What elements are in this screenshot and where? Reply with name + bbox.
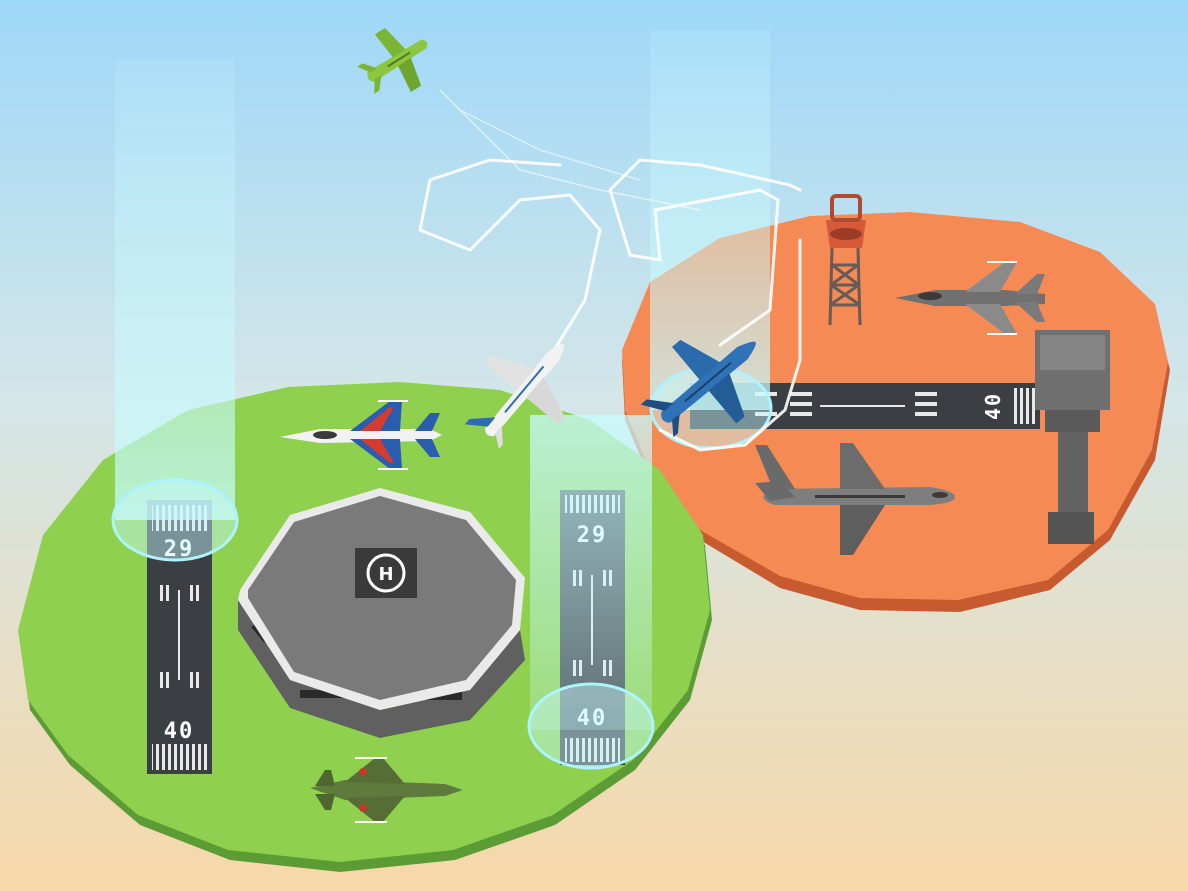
radar-tower-icon	[826, 194, 866, 326]
control-tower-icon	[1035, 330, 1110, 544]
grey-airliner-icon[interactable]	[755, 443, 955, 555]
blue-airliner-icon[interactable]	[625, 304, 787, 463]
helipad-icon[interactable]: H	[238, 488, 525, 738]
helipad-label: H	[378, 564, 393, 585]
green-cargo-plane-icon[interactable]	[348, 13, 445, 109]
flight-path-blue	[608, 158, 802, 347]
green-camo-jet-icon[interactable]	[310, 757, 463, 823]
red-white-blue-jet-icon[interactable]	[280, 400, 442, 470]
runway-left-bottom-number: 40	[164, 719, 195, 744]
runway-right-number: 40	[981, 392, 1005, 420]
grey-fighter-jet-icon[interactable]	[895, 261, 1045, 335]
landing-beam-center	[527, 415, 655, 770]
runway-left[interactable]: 29 40	[147, 500, 212, 774]
landing-beam-left	[111, 60, 239, 562]
flight-path-return	[658, 238, 802, 452]
white-airliner-icon[interactable]	[446, 313, 600, 470]
flight-paths	[418, 89, 802, 452]
flight-path-white	[418, 158, 602, 362]
